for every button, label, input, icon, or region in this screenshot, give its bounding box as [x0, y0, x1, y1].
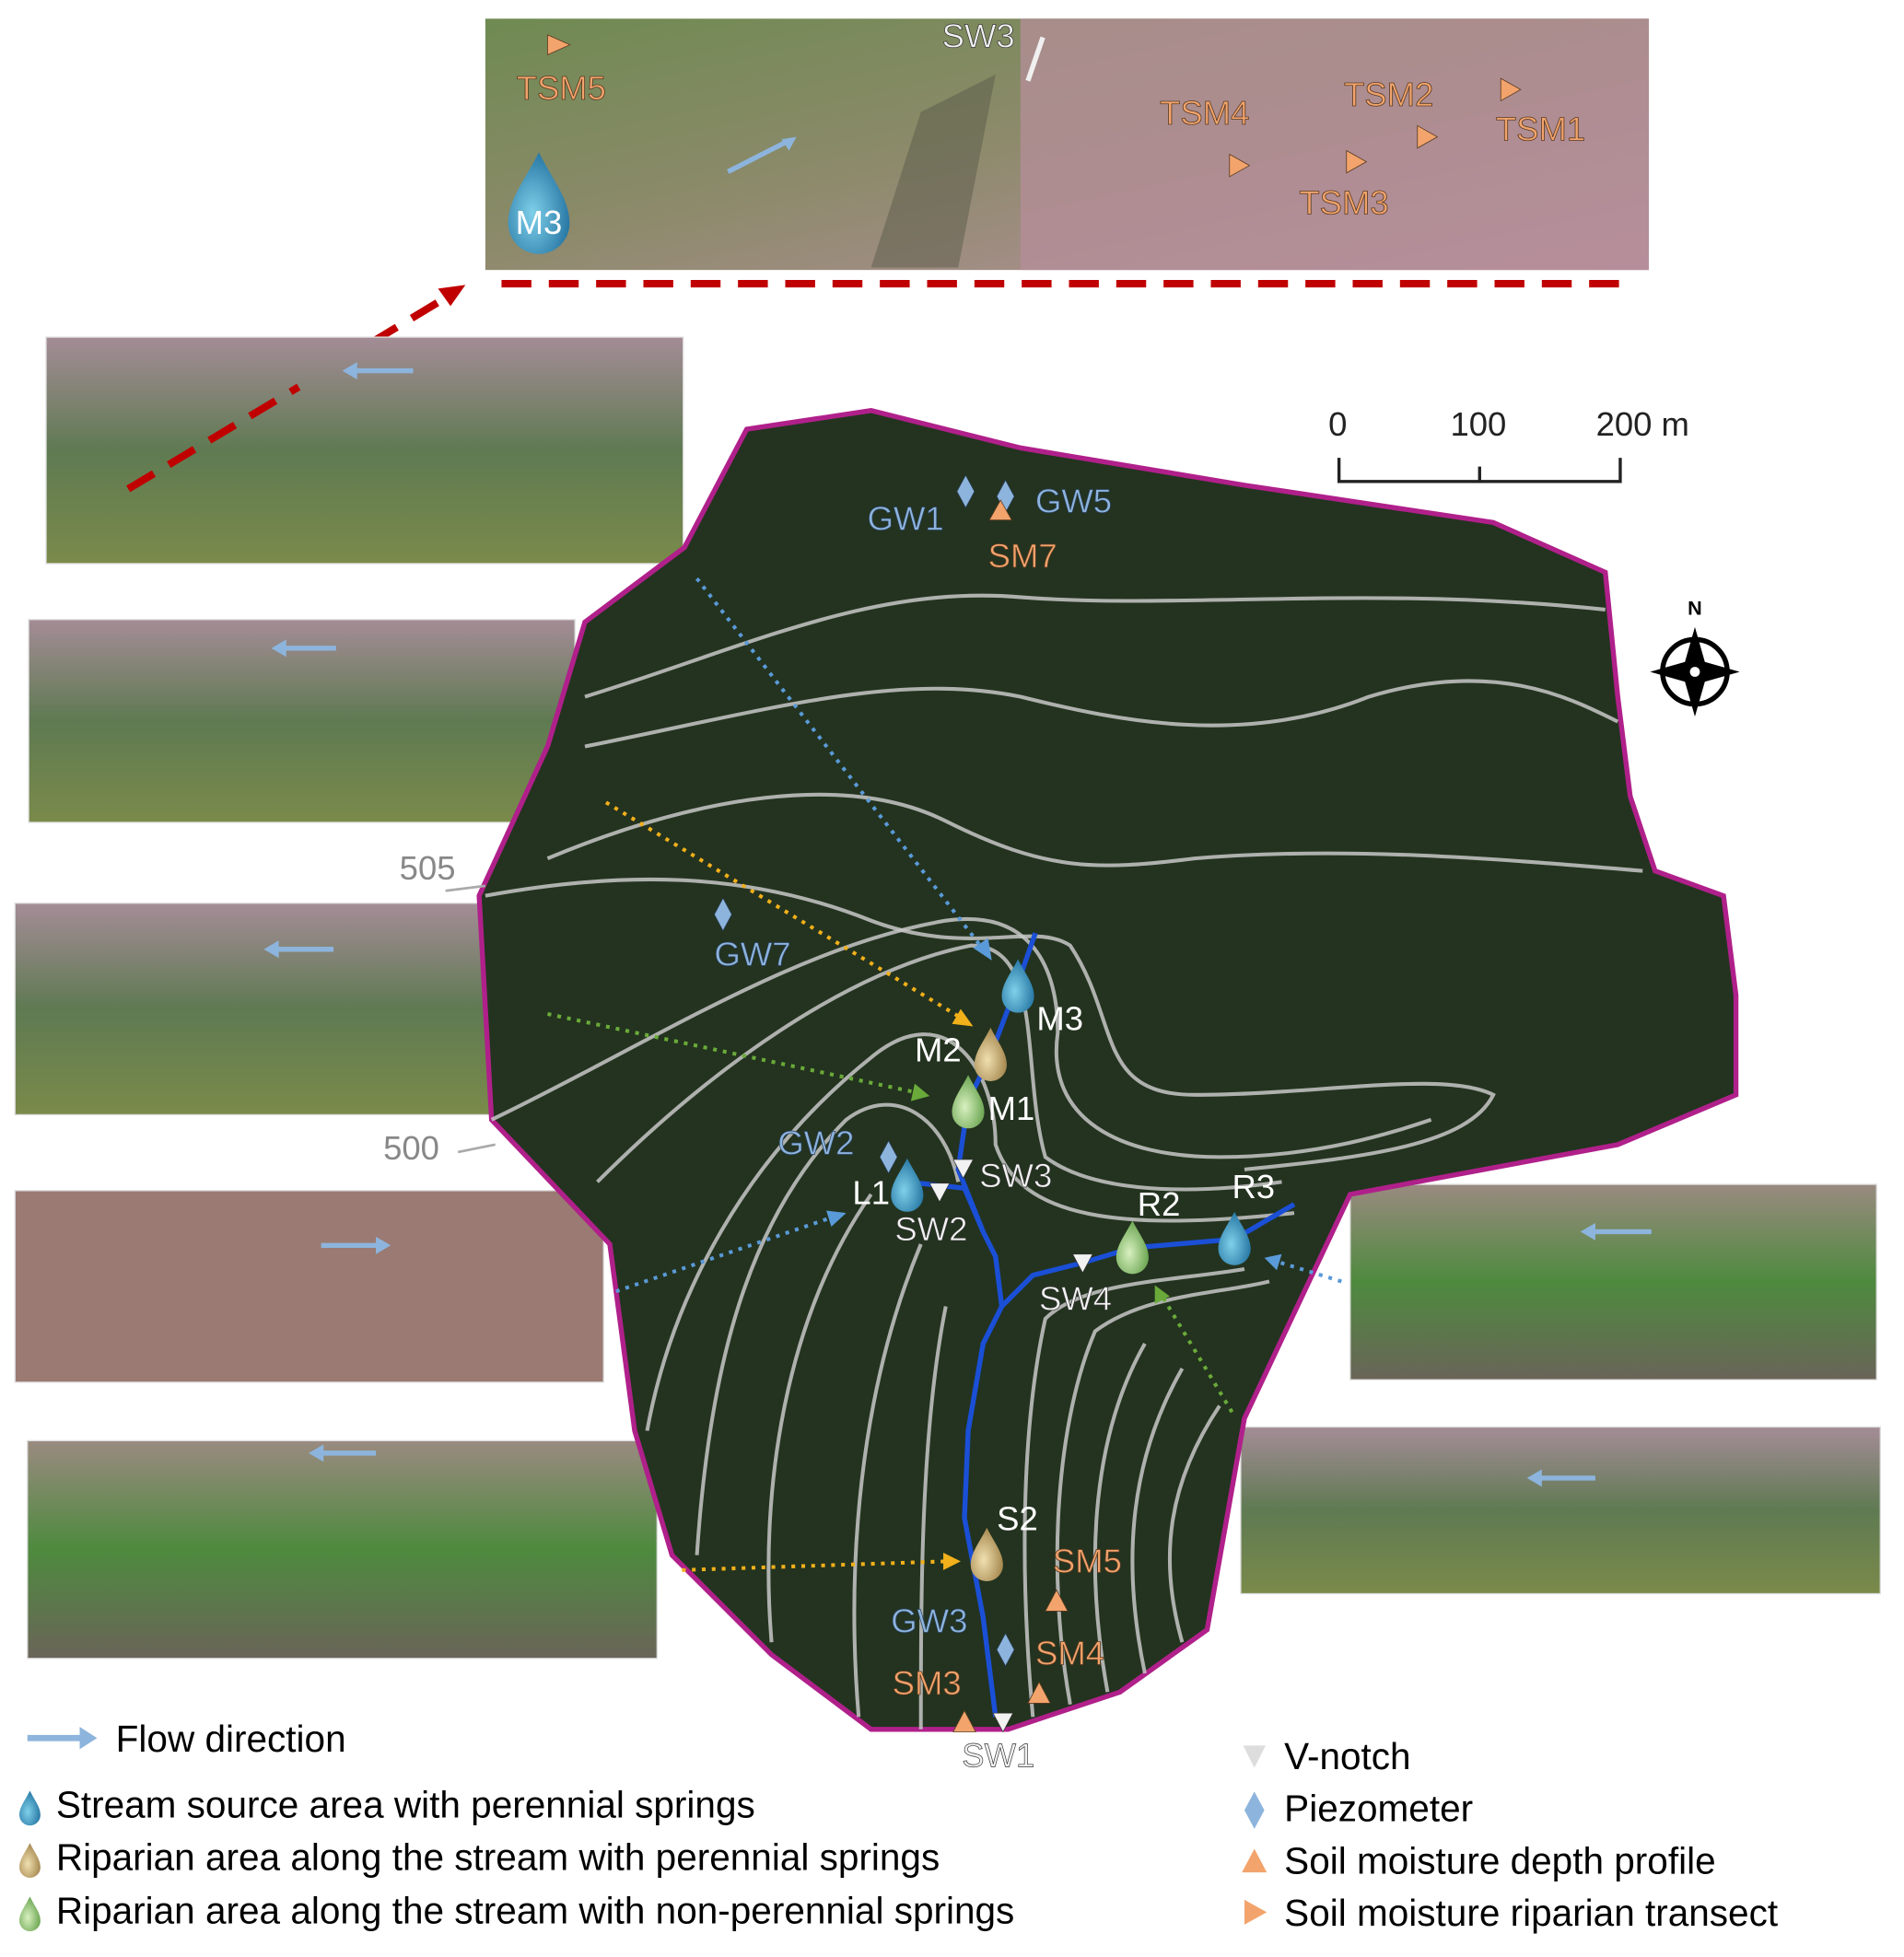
photo-right-1 [1349, 1183, 1877, 1380]
photo-left-2 [28, 619, 576, 823]
svg-text:Piezometer: Piezometer [1284, 1788, 1473, 1830]
sw4-vnotch-icon [1071, 1253, 1093, 1274]
tsm5-label: TSM5 [517, 69, 606, 107]
flow-arrow [727, 138, 790, 174]
gw5-label: GW5 [1035, 483, 1112, 520]
gw2-label: GW2 [777, 1124, 854, 1162]
transect-marker [1417, 124, 1439, 149]
tsm4-label: TSM4 [1160, 94, 1249, 132]
sw1-label: SW1 [962, 1736, 1034, 1774]
legend-riparian-nonperennial: Riparian area along the stream with non-… [19, 1890, 1014, 1932]
map-markers [714, 474, 1251, 1733]
sw3-pointer-arrow [1025, 36, 1045, 82]
svg-text:Flow direction: Flow direction [116, 1718, 346, 1760]
contour-label-505: 505 [400, 849, 456, 887]
scale-tick-100: 100 [1451, 405, 1507, 443]
m3-photo-label: M3 [516, 204, 563, 241]
svg-text:Soil moisture riparian transec: Soil moisture riparian transect [1284, 1892, 1778, 1934]
sw4-label: SW4 [1039, 1280, 1112, 1318]
svg-text:Riparian area along the stream: Riparian area along the stream with pere… [56, 1835, 940, 1878]
map-labels: GW1 GW5 SM7 GW7 M3 M2 M1 GW2 L1 SW3 SW2 … [714, 482, 1275, 1774]
sm5-label: SM5 [1053, 1543, 1122, 1580]
contour-lines [485, 593, 1643, 1730]
transect-marker [1229, 153, 1251, 178]
gw3-label: GW3 [891, 1602, 967, 1639]
gw1-label: GW1 [868, 499, 944, 537]
photo-right-2 [1240, 1426, 1881, 1595]
top-panorama-photo: TSM5 SW3 M3 TSM4 TSM2 TSM1 TSM3 [485, 17, 1650, 271]
gw3-piezometer-icon [996, 1633, 1015, 1667]
svg-text:Soil moisture depth profile: Soil moisture depth profile [1284, 1839, 1715, 1881]
sw1-vnotch-icon [992, 1712, 1014, 1733]
legend-piezometer: Piezometer [1244, 1788, 1473, 1830]
catchment-boundary [476, 408, 1739, 1732]
photo-left-4 [14, 1190, 604, 1383]
sm3-soil-moisture-icon [952, 1709, 976, 1732]
scale-tick-0: 0 [1328, 405, 1347, 443]
vnotch-icon [1243, 1745, 1266, 1768]
sm5-soil-moisture-icon [1045, 1589, 1069, 1612]
north-arrow-icon: N [1650, 596, 1740, 717]
gw7-piezometer-icon [714, 897, 732, 932]
sw2-vnotch-icon [929, 1182, 951, 1203]
gw2-piezometer-icon [879, 1140, 898, 1174]
transect-marker [1500, 77, 1522, 102]
m3-label: M3 [1036, 1000, 1083, 1038]
scale-bar: 0 100 200 m [1328, 405, 1689, 483]
m1-label: M1 [988, 1089, 1035, 1127]
sm7-label: SM7 [988, 537, 1057, 575]
photo-left-5 [27, 1439, 659, 1660]
gw7-label: GW7 [714, 935, 790, 973]
contour-label-500: 500 [383, 1129, 439, 1167]
transect-marker [1346, 149, 1368, 174]
gw1-piezometer-icon [956, 474, 975, 508]
catchment-map [476, 408, 1739, 1732]
tsm5-marker [547, 34, 571, 56]
l1-label: L1 [852, 1174, 890, 1212]
r3-label: R3 [1232, 1168, 1275, 1206]
flow-arrow-icon [79, 1727, 98, 1750]
sw3-map-label: SW3 [979, 1157, 1052, 1194]
sm3-label: SM3 [893, 1664, 962, 1702]
photo-left-3 [14, 903, 528, 1116]
blue-drop-icon [19, 1790, 41, 1826]
legend-sm-depth: Soil moisture depth profile [1242, 1839, 1716, 1881]
photo-link-arrows [547, 577, 1342, 1572]
scale-tick-200: 200 m [1596, 405, 1689, 443]
sw2-label: SW2 [894, 1210, 967, 1248]
svg-text:Riparian area along the stream: Riparian area along the stream with non-… [56, 1890, 1015, 1932]
m2-label: M2 [915, 1031, 962, 1068]
photo-upper-left-1 [45, 336, 684, 565]
sw3-vnotch-icon [952, 1159, 975, 1180]
svg-text:Stream source area with perenn: Stream source area with perennial spring… [56, 1784, 755, 1826]
green-drop-icon [19, 1896, 41, 1932]
s2-label: S2 [997, 1500, 1038, 1538]
sm4-label: SM4 [1035, 1635, 1104, 1672]
legend-vnotch: V-notch [1243, 1735, 1411, 1777]
tsm1-label: TSM1 [1496, 111, 1585, 148]
sw3-label: SW3 [942, 17, 1015, 54]
sm7-soil-moisture-icon [988, 499, 1013, 521]
legend-source-area: Stream source area with perennial spring… [19, 1784, 755, 1826]
svg-text:V-notch: V-notch [1284, 1735, 1410, 1777]
triangle-right-icon [1244, 1899, 1267, 1925]
tsm3-label: TSM3 [1299, 183, 1388, 221]
legend-riparian-perennial: Riparian area along the stream with pere… [19, 1835, 940, 1878]
north-label: N [1688, 596, 1702, 619]
piezometer-icon [1244, 1791, 1265, 1829]
tsm2-label: TSM2 [1344, 76, 1433, 113]
legend: Flow direction Stream source area with p… [19, 1718, 1778, 1934]
triangle-up-icon [1242, 1848, 1267, 1873]
legend-flow-direction: Flow direction [27, 1718, 346, 1760]
legend-sm-transect: Soil moisture riparian transect [1244, 1892, 1778, 1934]
r2-label: R2 [1138, 1185, 1181, 1223]
tan-drop-icon [19, 1843, 41, 1879]
sm4-soil-moisture-icon [1027, 1681, 1051, 1704]
